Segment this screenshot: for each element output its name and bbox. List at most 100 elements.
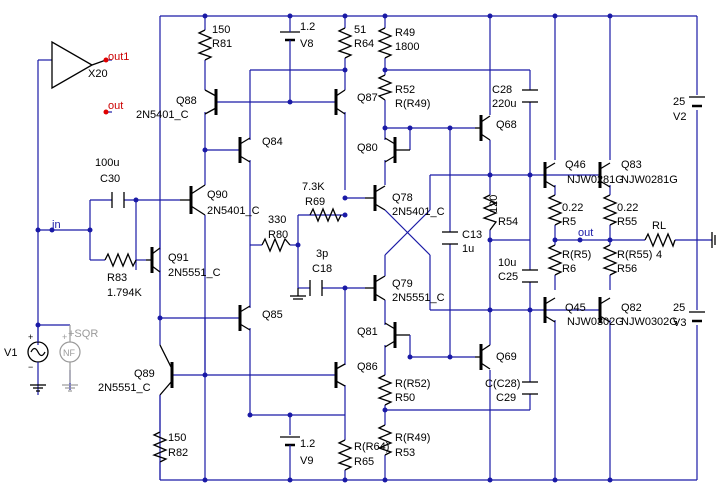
transistor-q68 bbox=[475, 115, 491, 141]
r52-value: R(R49) bbox=[395, 98, 430, 110]
nf-plus: + bbox=[62, 332, 67, 342]
resistor-r56 bbox=[602, 244, 618, 276]
r52-name: R52 bbox=[395, 84, 415, 96]
v3-value: 25 bbox=[673, 302, 685, 314]
rl-value: 4 bbox=[656, 249, 662, 261]
resistor-r81 bbox=[197, 29, 213, 61]
q89-name: Q89 bbox=[134, 368, 155, 380]
q82-part: NJW0302G bbox=[621, 316, 678, 328]
resistor-r6 bbox=[547, 244, 563, 276]
r82-value: 150 bbox=[168, 432, 186, 444]
transistor-q80 bbox=[384, 137, 410, 163]
q46-part: NJW0281G bbox=[567, 174, 624, 186]
c13-value: 1u bbox=[462, 243, 474, 255]
resistor-r49 bbox=[377, 27, 393, 59]
q91-part: 2N5551_C bbox=[168, 267, 221, 279]
v1-plus: + bbox=[28, 332, 33, 342]
transistor-q87 bbox=[334, 89, 346, 115]
c30-name: C30 bbox=[100, 173, 120, 185]
c29-name: C29 bbox=[496, 392, 516, 404]
r54-name: R54 bbox=[498, 216, 518, 228]
source-v1 bbox=[27, 325, 49, 392]
r65-name: R65 bbox=[354, 456, 374, 468]
capacitor-c13 bbox=[442, 231, 458, 245]
transistor-q88 bbox=[204, 89, 218, 115]
capacitor-c29 bbox=[522, 381, 538, 395]
r69-value: 7.3K bbox=[302, 181, 325, 193]
v2-value: 25 bbox=[673, 96, 685, 108]
battery-v3 bbox=[689, 311, 705, 323]
q91-name: Q91 bbox=[168, 252, 189, 264]
resistor-r69 bbox=[309, 207, 342, 223]
resistor-r64 bbox=[337, 27, 353, 59]
r65-value: R(R64) bbox=[354, 441, 389, 453]
c18-value: 3p bbox=[316, 248, 328, 260]
q79-part: 2N5551_C bbox=[392, 292, 445, 304]
ground-c18 bbox=[290, 288, 306, 300]
r49-name: R49 bbox=[395, 27, 415, 39]
v1-name: V1 bbox=[4, 347, 17, 359]
v9-value: 1.2 bbox=[300, 438, 315, 450]
q87-name: Q87 bbox=[357, 92, 378, 104]
v8-value: 1.2 bbox=[300, 21, 315, 33]
q79-name: Q79 bbox=[392, 278, 413, 290]
resistor-r52 bbox=[377, 74, 394, 101]
r50-name: R50 bbox=[395, 392, 415, 404]
transistor-q83 bbox=[598, 162, 611, 188]
battery-v8 bbox=[280, 30, 300, 48]
q46-name: Q46 bbox=[565, 159, 586, 171]
c18-name: C18 bbox=[312, 263, 332, 275]
battery-v9 bbox=[280, 436, 300, 455]
q90-name: Q90 bbox=[207, 189, 228, 201]
transistor-q90 bbox=[180, 184, 206, 216]
resistor-r55 bbox=[602, 194, 618, 226]
r64-name: R64 bbox=[354, 38, 374, 50]
resistor-rl bbox=[644, 232, 676, 248]
q45-name: Q45 bbox=[565, 302, 586, 314]
wires bbox=[37, 15, 712, 481]
rl-name: RL bbox=[652, 220, 666, 232]
resistor-r53 bbox=[377, 424, 393, 456]
q78-part: 2N5401_C bbox=[392, 206, 445, 218]
c25-value: 10u bbox=[498, 257, 516, 269]
r50-value: R(R52) bbox=[395, 378, 430, 390]
transistor-q81 bbox=[384, 322, 411, 348]
r83-value: 1.794K bbox=[107, 287, 143, 299]
nf-label: NF bbox=[63, 348, 75, 358]
resistor-r83 bbox=[104, 252, 137, 268]
q80-name: Q80 bbox=[357, 142, 378, 154]
capacitor-c18 bbox=[309, 280, 323, 296]
component-labels: 150 R81 1.2 V8 51 R64 R49 1800 Q88 2N540… bbox=[4, 21, 686, 468]
r56-value: R(R55) bbox=[617, 249, 652, 261]
transistor-q78 bbox=[365, 185, 386, 211]
c30-value: 100u bbox=[95, 157, 119, 169]
capacitor-c30 bbox=[111, 192, 125, 208]
q85-name: Q85 bbox=[262, 309, 283, 321]
q81-name: Q81 bbox=[357, 326, 378, 338]
source-nf bbox=[59, 325, 81, 392]
capacitor-c28 bbox=[522, 89, 538, 103]
q84-name: Q84 bbox=[262, 136, 283, 148]
r83-name: R83 bbox=[107, 272, 127, 284]
r5-value: 0.22 bbox=[562, 202, 583, 214]
r54-value: 120 bbox=[488, 195, 500, 213]
v9-name: V9 bbox=[300, 455, 313, 467]
q45-part: NJW0302G bbox=[567, 316, 624, 328]
c29-value: C(C28) bbox=[485, 378, 520, 390]
transistor-q46 bbox=[543, 162, 556, 188]
v3-name: V3 bbox=[673, 317, 686, 329]
v2-name: V2 bbox=[673, 111, 686, 123]
q83-name: Q83 bbox=[621, 159, 642, 171]
resistor-r50 bbox=[377, 374, 393, 406]
q86-name: Q86 bbox=[357, 361, 378, 373]
transistor-q86 bbox=[334, 362, 346, 388]
c28-name: C28 bbox=[492, 84, 512, 96]
transistor-q82 bbox=[598, 297, 611, 323]
out1-net-label: out1 bbox=[108, 51, 129, 63]
r81-name: R81 bbox=[212, 38, 232, 50]
v1-minus: − bbox=[28, 362, 33, 372]
r81-value: 150 bbox=[212, 24, 230, 36]
r6-value: R(R5) bbox=[562, 249, 591, 261]
v8-name: V8 bbox=[300, 38, 313, 50]
